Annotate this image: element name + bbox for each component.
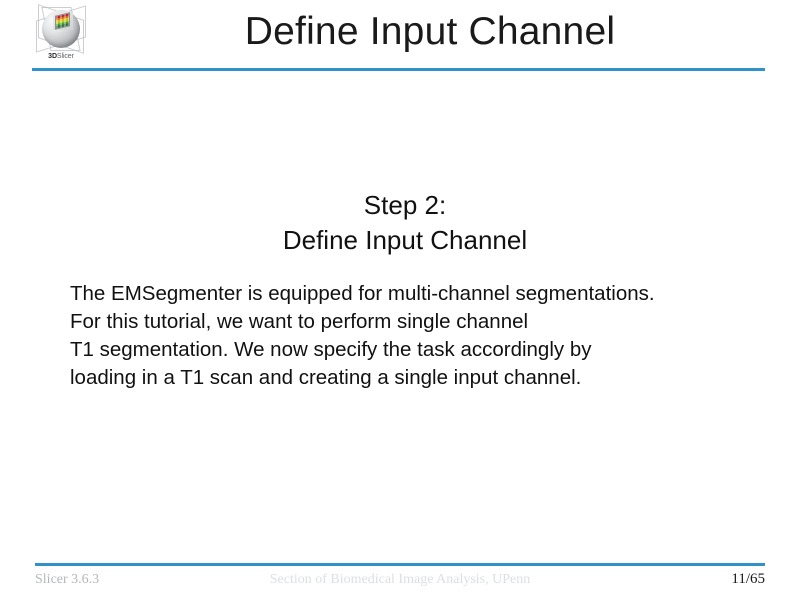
footer-organization-label: Section of Biomedical Image Analysis, UP…: [269, 572, 531, 587]
slide-content: Step 2: Define Input Channel The EMSegme…: [0, 80, 800, 550]
body-paragraph: The EMSegmenter is equipped for multi-ch…: [70, 280, 780, 392]
header-divider: [32, 68, 765, 71]
slicer-logo-icon: [34, 4, 88, 54]
slicer-logo-caption: 3DSlicer: [30, 53, 92, 60]
step-heading-line-2: Define Input Channel: [282, 225, 528, 255]
slicer-logo-caption-suffix: Slicer: [56, 53, 74, 60]
slide-footer: Slicer 3.6.3 Section of Biomedical Image…: [0, 566, 800, 600]
body-line: T1 segmentation. We now specify the task…: [70, 338, 592, 361]
body-line: The EMSegmenter is equipped for multi-ch…: [70, 282, 655, 305]
slicer-logo-caption-prefix: 3D: [48, 53, 57, 60]
slide-header: 3DSlicer Define Input Channel: [0, 0, 800, 74]
step-heading-line-1: Step 2:: [363, 190, 447, 220]
slide-number: 11/65: [731, 571, 765, 587]
step-heading: Step 2: Define Input Channel: [70, 188, 740, 258]
page-title: Define Input Channel: [244, 10, 616, 53]
footer-divider: [35, 563, 765, 566]
slicer-logo: 3DSlicer: [30, 4, 92, 66]
body-line: For this tutorial, we want to perform si…: [70, 310, 529, 333]
body-line: loading in a T1 scan and creating a sing…: [70, 366, 582, 389]
footer-version-label: Slicer 3.6.3: [35, 572, 100, 587]
